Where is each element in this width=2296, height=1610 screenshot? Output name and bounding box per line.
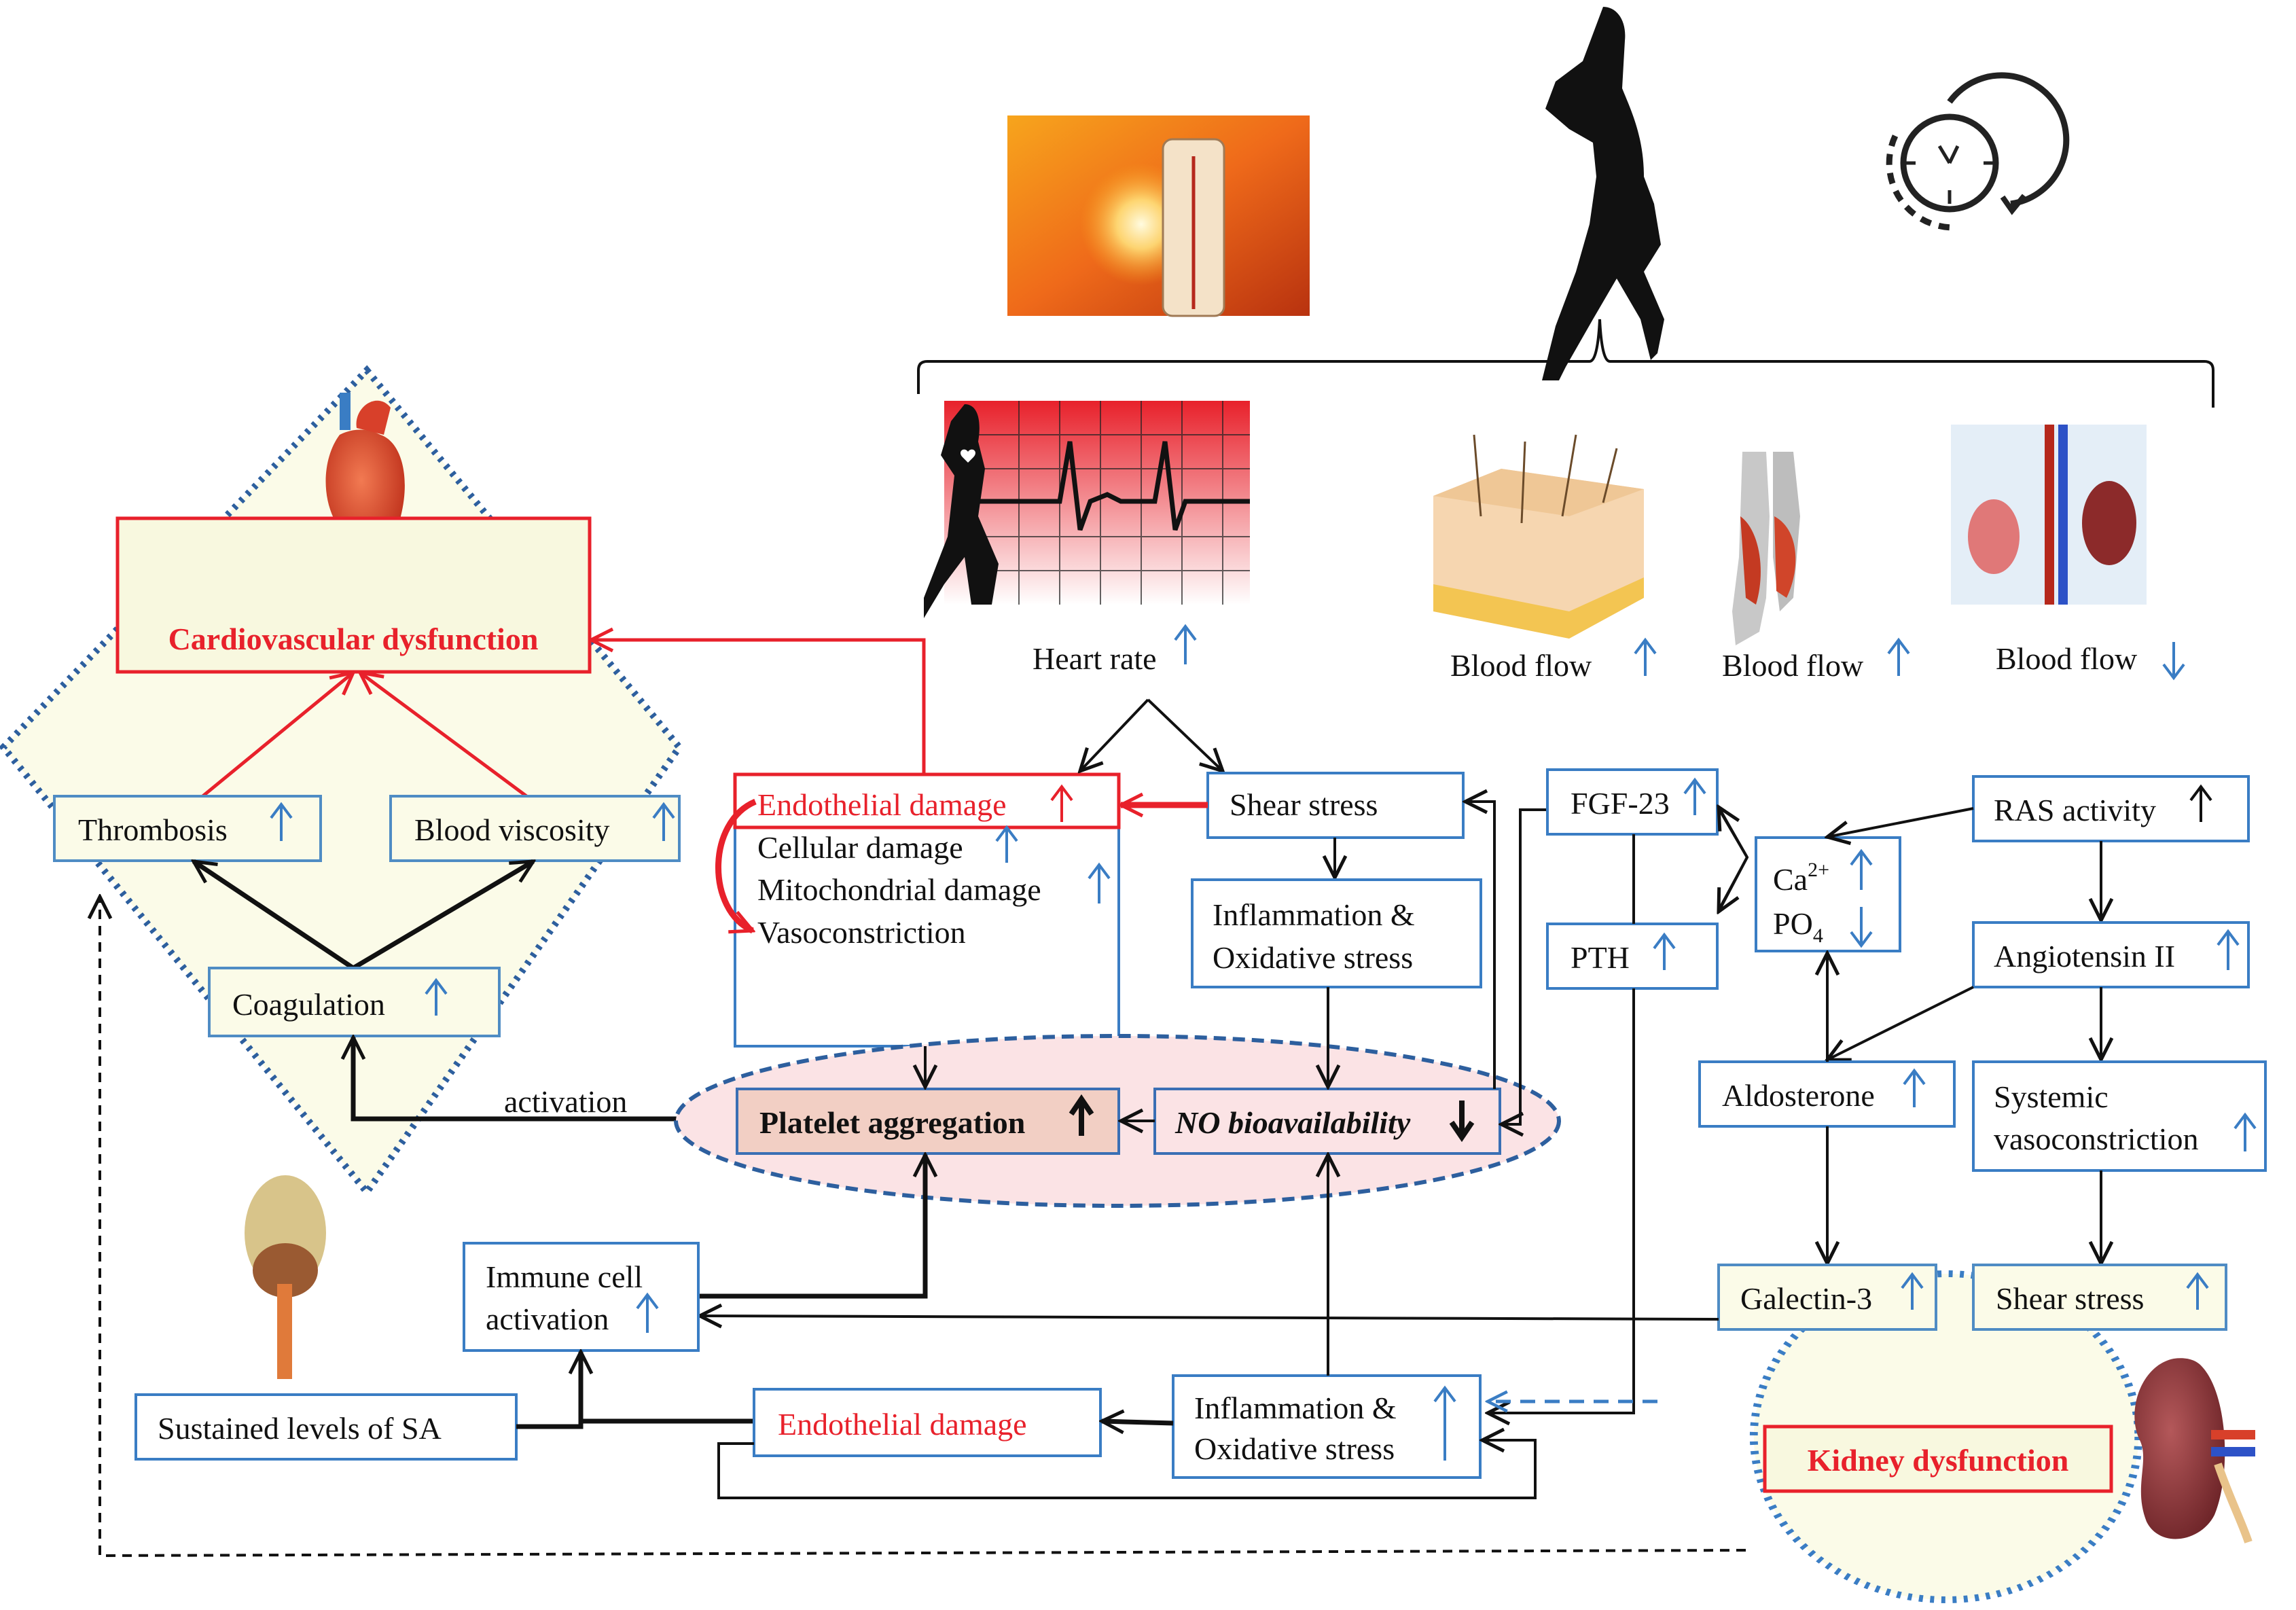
ecg-runner-image — [924, 401, 1250, 618]
bottom-endothelial-label: Endothelial damage — [778, 1407, 1027, 1442]
bottom-inflammation-label-2: Oxidative stress — [1194, 1431, 1395, 1466]
thrombosis-box — [53, 795, 322, 862]
endothelial-inflammation-feedback-loop — [717, 1440, 1537, 1499]
inflammation-label-2: Oxidative stress — [1213, 940, 1413, 975]
thrombosis-to-cvd-arrow — [192, 673, 353, 805]
ca-to-fgf-pth-arrows — [1717, 807, 1749, 911]
leg-muscles-image — [1732, 452, 1800, 645]
kidney-shear-stress-box — [1972, 1264, 2227, 1331]
pth-box — [1546, 923, 1719, 990]
muscle-blood-flow-label: Blood flow — [1722, 648, 1864, 683]
endothelial-to-cvd-arrow — [591, 640, 926, 774]
inflammation-to-endothelial-arrow — [1102, 1421, 1174, 1423]
bottom-inflammation-label-1: Inflammation & — [1194, 1391, 1397, 1425]
cardiovascular-dysfunction-title: Cardiovascular dysfunction — [168, 622, 539, 656]
heartrate-to-endothelial-arrow — [1080, 698, 1149, 771]
kidney-image — [2134, 1358, 2255, 1543]
cellular-damage-label: Cellular damage — [757, 830, 963, 865]
endothelial-effects-box — [734, 773, 1120, 1048]
immune-label-2: activation — [486, 1302, 609, 1336]
inflammation-label-1: Inflammation & — [1213, 897, 1415, 932]
thrombosis-label: Thrombosis — [78, 812, 228, 847]
heartrate-to-shear-arrow — [1147, 698, 1223, 771]
coagulation-box — [208, 967, 501, 1037]
bottom-inflammation-box — [1172, 1374, 1482, 1479]
ca-label: Ca2+ — [1773, 859, 1829, 897]
galectin-box — [1717, 1264, 1937, 1331]
platelet-aggregation-label: Platelet aggregation — [759, 1105, 1025, 1140]
heart-rate-label: Heart rate — [1033, 641, 1157, 676]
kidney-dysfunction-box — [1763, 1425, 2113, 1493]
endothelial-damage-label: Endothelial damage — [757, 787, 1007, 822]
kidney-anatomy-image — [1951, 425, 2147, 605]
angiotensin-box — [1972, 921, 2250, 988]
mitochondrial-damage-label: Mitochondrial damage — [757, 872, 1041, 907]
bottom-endothelial-box — [753, 1388, 1102, 1457]
angiotensin-label: Angiotensin II — [1994, 939, 2175, 973]
ca-po4-box — [1755, 836, 1901, 952]
ras-activity-label: RAS activity — [1994, 793, 2156, 827]
systemic-vasoconstriction-box — [1972, 1060, 2267, 1172]
galectin-label: Galectin-3 — [1740, 1281, 1872, 1316]
inflammation-box — [1191, 878, 1482, 988]
kidney-shear-stress-label: Shear stress — [1996, 1281, 2144, 1316]
sa-to-immune-arrow — [516, 1352, 581, 1429]
pth-to-inflammation-arrow — [1488, 988, 1635, 1413]
skin-cross-section-image — [1433, 434, 1644, 639]
activation-arrow — [353, 1037, 737, 1122]
pth-label: PTH — [1571, 940, 1630, 975]
ras-to-ca-arrow — [1827, 807, 1974, 837]
grouping-brace — [917, 319, 2214, 408]
coagulation-to-thrombosis-arrow — [194, 861, 355, 970]
systemic-label-1: Systemic — [1994, 1079, 2109, 1114]
kidney-blood-flow-label: Blood flow — [1996, 641, 2138, 676]
sustained-sa-label: Sustained levels of SA — [158, 1411, 442, 1446]
clock-cycle-icon — [1886, 72, 2070, 231]
kidney-dysfunction-title: Kidney dysfunction — [1808, 1443, 2069, 1478]
fgf23-label: FGF-23 — [1571, 786, 1670, 821]
endothelial-to-vasoconstriction-curved-arrow — [715, 798, 757, 931]
activation-label: activation — [504, 1084, 627, 1119]
viscosity-to-cvd-arrow — [360, 673, 538, 806]
po4-label: PO4 — [1773, 906, 1823, 947]
immune-label-1: Immune cell — [486, 1259, 643, 1294]
no-to-shear-arrow — [1465, 802, 1496, 1089]
angiotensin-to-aldosterone-arrow — [1827, 986, 1974, 1060]
blood-viscosity-label: Blood viscosity — [414, 812, 610, 847]
brain-spinal-cord-image — [245, 1175, 326, 1379]
shear-stress-label: Shear stress — [1230, 787, 1378, 822]
vasoconstriction-label: Vasoconstriction — [757, 915, 966, 950]
heat-thermometer-image — [1007, 115, 1310, 317]
platelet-aggregation-box — [736, 1088, 1120, 1155]
sustained-sa-box — [134, 1393, 518, 1461]
fgf23-box — [1546, 768, 1719, 836]
coagulation-to-viscosity-arrow — [352, 859, 533, 971]
systemic-label-2: vasoconstriction — [1994, 1122, 2199, 1156]
skin-blood-flow-label: Blood flow — [1450, 648, 1592, 683]
immune-to-platelet-arrow — [700, 1155, 925, 1299]
runner-silhouette — [1542, 7, 1664, 380]
coagulation-label: Coagulation — [232, 987, 385, 1022]
aldosterone-label: Aldosterone — [1722, 1078, 1875, 1113]
no-bioavailability-label: NO bioavailability — [1174, 1105, 1411, 1140]
fgf23-to-no-arrow — [1501, 808, 1549, 1124]
galectin-to-immune-arrow — [700, 1316, 1719, 1319]
immune-cell-activation-box — [463, 1242, 700, 1352]
